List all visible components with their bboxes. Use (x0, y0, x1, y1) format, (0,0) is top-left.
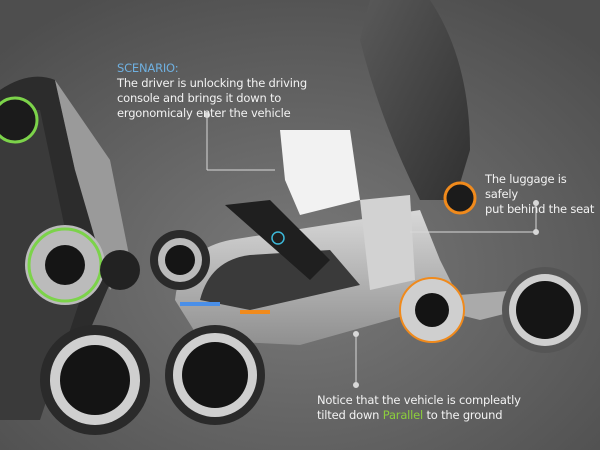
left-vehicle (0, 76, 150, 435)
luggage-line: The luggage is safely (485, 172, 567, 201)
parallel-text-after: to the ground (423, 408, 503, 422)
scenario-annotation: SCENARIO: The driver is unlocking the dr… (117, 61, 307, 121)
parallel-annotation: Notice that the vehicle is compleatly ti… (317, 393, 521, 423)
scenario-line: ergonomicaly enter the vehicle (117, 106, 291, 120)
parallel-text-before: tilted down (317, 408, 383, 422)
parallel-line-2: tilted down Parallel to the ground (317, 408, 521, 423)
main-vehicle (150, 0, 588, 425)
callout-lines (204, 112, 539, 388)
scenario-line: console and brings it down to (117, 91, 282, 105)
scenario-heading: SCENARIO: (117, 61, 179, 75)
luggage-annotation: The luggage is safely put behind the sea… (485, 172, 600, 217)
parallel-line-1: Notice that the vehicle is compleatly (317, 393, 521, 407)
parallel-highlight: Parallel (382, 408, 424, 422)
luggage-line: put behind the seat (485, 202, 595, 216)
scenario-line: The driver is unlocking the driving (117, 76, 307, 90)
